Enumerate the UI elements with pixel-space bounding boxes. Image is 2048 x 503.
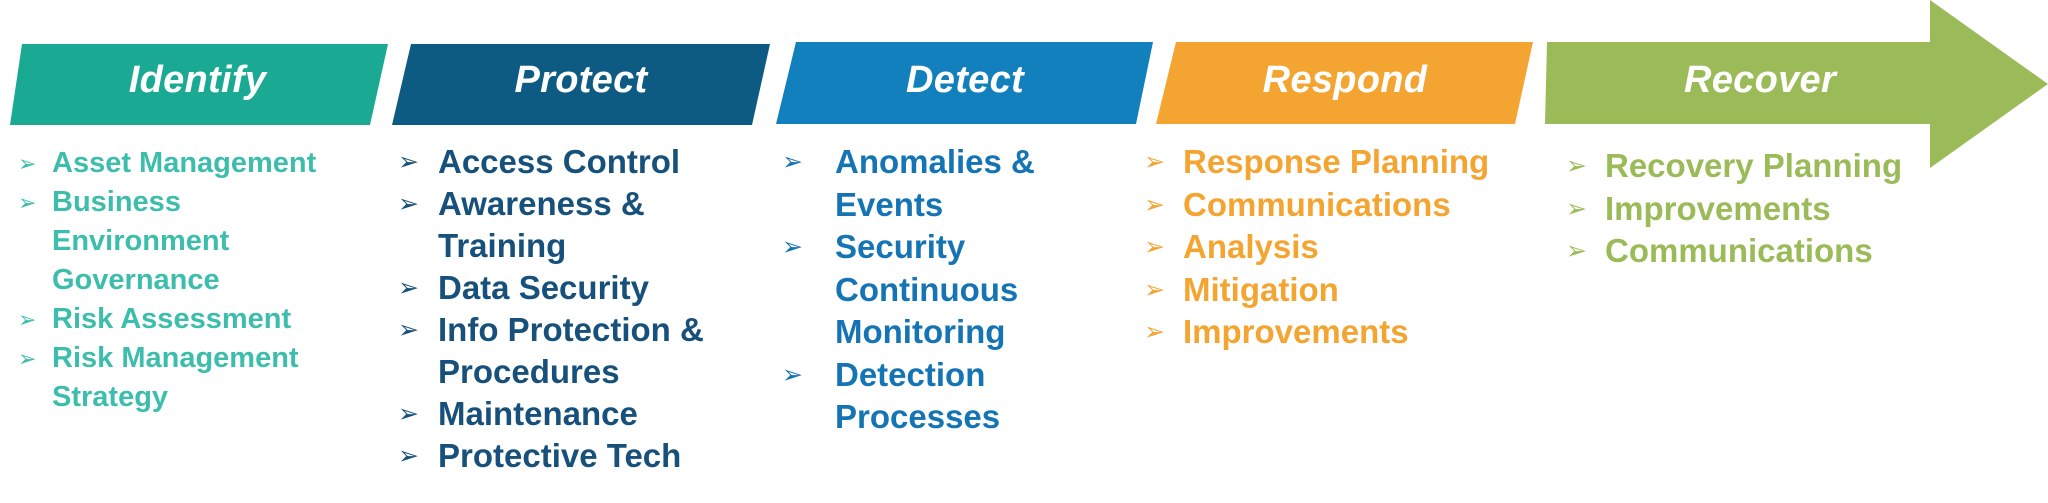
- list-item: ➢Protective Tech: [398, 435, 778, 477]
- detect-banner-shape: [776, 42, 1153, 124]
- stage-title-detect: Detect: [906, 59, 1024, 101]
- protect-banner-shape: [392, 44, 770, 125]
- arrow-bullet-icon: ➢: [1566, 237, 1587, 265]
- arrow-bullet-icon: ➢: [18, 190, 37, 215]
- list-item: ➢Maintenance: [398, 393, 778, 435]
- recover-list: ➢Recovery Planning ➢Improvements ➢Commun…: [1566, 145, 2026, 273]
- list-item: ➢Risk Management Strategy: [18, 339, 358, 417]
- arrow-bullet-icon: ➢: [398, 400, 419, 428]
- arrow-bullet-icon: ➢: [18, 151, 37, 176]
- list-item: ➢Mitigation: [1144, 269, 1544, 312]
- stage-title-recover: Recover: [1683, 59, 1837, 101]
- arrow-bullet-icon: ➢: [398, 274, 419, 302]
- protect-list: ➢Access Control ➢Awareness & Training ➢D…: [398, 141, 778, 477]
- arrow-bullet-icon: ➢: [1566, 194, 1587, 223]
- list-item: ➢Asset Management: [18, 144, 378, 183]
- arrow-bullet-icon: ➢: [1144, 148, 1165, 176]
- arrow-bullet-icon: ➢: [782, 148, 803, 176]
- arrow-bullet-icon: ➢: [1144, 190, 1165, 219]
- stage-title-identify: Identify: [128, 59, 267, 101]
- list-item: ➢Detection Processes: [782, 355, 1001, 436]
- list-item: Governance: [52, 264, 220, 296]
- identify-banner-shape: [10, 44, 388, 125]
- list-item: ➢Anomalies & Events: [782, 143, 1035, 223]
- arrow-bullet-icon: ➢: [1144, 233, 1165, 261]
- detect-list: ➢Anomalies & Events ➢Security Continuous…: [782, 141, 1162, 439]
- list-item: ➢Improvements: [1144, 311, 1544, 354]
- recover-arrow-shape: [1545, 0, 2048, 168]
- respond-list: ➢Response Planning ➢Communications ➢Anal…: [1144, 141, 1544, 354]
- respond-banner-shape: [1156, 42, 1533, 124]
- stage-title-respond: Respond: [1262, 59, 1428, 101]
- list-item: ➢Awareness & Training: [398, 185, 645, 264]
- list-item: ➢Access Control: [398, 141, 778, 183]
- list-item: ➢Info Protection & Procedures: [398, 311, 704, 390]
- list-item: ➢Data Security: [398, 267, 778, 309]
- list-item: ➢Response Planning: [1144, 141, 1544, 184]
- arrow-bullet-icon: ➢: [1144, 318, 1165, 346]
- arrow-bullet-icon: ➢: [18, 307, 37, 332]
- list-item: ➢Communications: [1566, 230, 2026, 273]
- list-item: ➢Risk Assessment: [18, 300, 378, 339]
- stage-title-protect: Protect: [514, 59, 648, 101]
- identify-list: ➢Asset Management ➢Business Environment …: [18, 144, 378, 417]
- list-item: ➢Analysis: [1144, 226, 1544, 269]
- list-item: ➢Recovery Planning: [1566, 145, 2026, 188]
- arrow-bullet-icon: ➢: [398, 190, 419, 218]
- list-item: ➢Improvements: [1566, 188, 2026, 231]
- arrow-bullet-icon: ➢: [398, 442, 419, 470]
- list-item: ➢Business Environment: [18, 183, 268, 261]
- arrow-bullet-icon: ➢: [782, 360, 803, 389]
- arrow-bullet-icon: ➢: [1144, 275, 1165, 304]
- arrow-bullet-icon: ➢: [782, 233, 803, 261]
- list-item: ➢Communications: [1144, 184, 1544, 227]
- arrow-bullet-icon: ➢: [398, 316, 419, 344]
- list-item: ➢Security Continuous Monitoring: [782, 228, 1019, 350]
- arrow-bullet-icon: ➢: [398, 148, 419, 176]
- arrow-bullet-icon: ➢: [1566, 152, 1587, 180]
- arrow-bullet-icon: ➢: [18, 346, 37, 371]
